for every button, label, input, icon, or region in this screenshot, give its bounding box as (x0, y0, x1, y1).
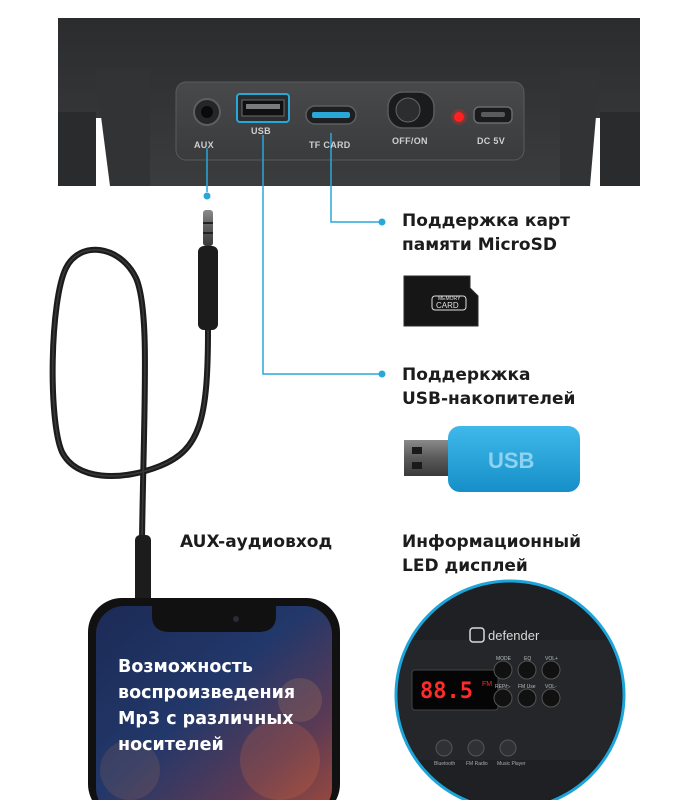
phone-caption-line1: Возможность (118, 657, 253, 677)
phone-screen (96, 606, 332, 800)
music-icon (499, 739, 517, 757)
power-switch (387, 91, 435, 129)
btn-vol-plus-label: VOL+ (545, 656, 558, 662)
dc-port (473, 106, 513, 124)
display-unit: FM (482, 681, 492, 688)
btn-fm-label: FM Use (518, 684, 536, 690)
aux-feature-label: AUX-аудиовход (180, 532, 333, 552)
led-feature-line2: LED дисплей (402, 556, 528, 576)
mode-music-label: Music Player (497, 761, 526, 767)
phone-caption-line2: воспроизведения (118, 683, 296, 703)
led-display-zoom: defender 88.5 FM MODE EQ REP/▷ FM Use VO… (394, 579, 626, 800)
btn-eq-label: EQ (524, 656, 531, 662)
usb-callout-dot (378, 370, 386, 378)
mode-bluetooth-label: Bluetooth (434, 761, 455, 767)
panel-right-foot (600, 112, 640, 186)
usb-port-label: USB (251, 126, 271, 136)
phone-caption: Возможность воспроизведения Mp3 с различ… (118, 654, 328, 758)
memory-card-line1: MEMORY (438, 296, 461, 302)
phone-caption-line3: Mp3 с различных (118, 709, 294, 729)
radio-icon (467, 739, 485, 757)
microsd-callout-dot (378, 218, 386, 226)
usb-feature-line2: USB-накопителей (402, 389, 576, 409)
usb-feature-line1: Поддеркжка (402, 365, 531, 385)
phone-caption-line4: носителей (118, 735, 224, 755)
callout-lines (206, 133, 380, 375)
usb-stick (404, 426, 580, 492)
brand-logo-icon (469, 627, 485, 643)
microsd-feature-line2: памяти MicroSD (402, 235, 557, 255)
phone-notch (152, 606, 276, 632)
aux-port (193, 98, 221, 126)
btn-vol-minus-label: VOL- (545, 684, 557, 690)
memory-card-line2: CARD (436, 301, 459, 310)
phone (88, 598, 340, 800)
led-feature-label: Информационный LED дисплей (402, 530, 581, 578)
off-on-label: OFF/ON (392, 136, 428, 146)
device-brand: defender (488, 628, 540, 643)
microsd-feature-label: Поддержка карт памяти MicroSD (402, 209, 570, 257)
microsd-feature-line1: Поддержка карт (402, 211, 570, 231)
mode-fm-label: FM Radio (466, 761, 488, 767)
usb-stick-label: USB (488, 448, 534, 473)
usb-feature-label: Поддеркжка USB-накопителей (402, 363, 575, 411)
tf-card-port-label: TF CARD (309, 140, 351, 150)
bluetooth-icon (435, 739, 453, 757)
speaker-panel (58, 18, 640, 186)
aux-plug-bottom (135, 535, 151, 605)
aux-port-label: AUX (194, 140, 214, 150)
display-frequency: 88.5 (420, 679, 473, 704)
aux-cable (49, 210, 218, 605)
usb-port (236, 93, 290, 123)
aux-plug-body (198, 246, 218, 330)
led-feature-line1: Информационный (402, 532, 582, 552)
aux-plug-tip (203, 210, 213, 246)
power-led (454, 112, 464, 122)
btn-mode-label: MODE (496, 656, 512, 662)
panel-left-foot (58, 112, 96, 186)
memory-card (403, 275, 479, 327)
tf-card-slot (305, 105, 357, 125)
btn-rep-label: REP/▷ (495, 684, 511, 690)
dc-port-label: DC 5V (477, 136, 506, 146)
aux-callout-dot (203, 192, 211, 200)
